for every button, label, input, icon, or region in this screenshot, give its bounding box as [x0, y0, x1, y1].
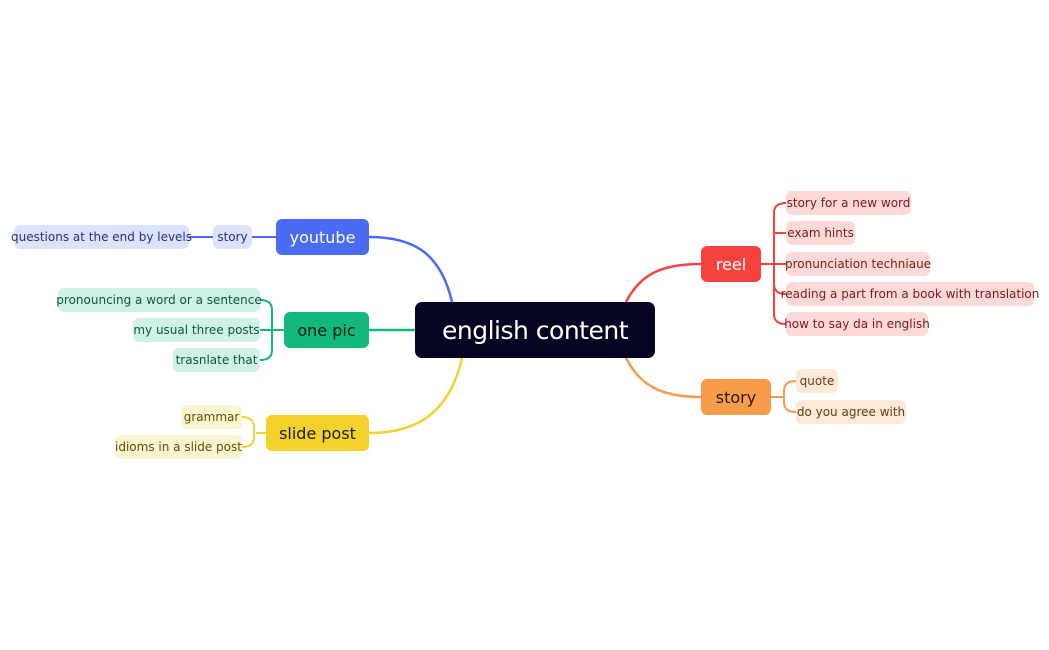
slide-post-child-1[interactable]: grammar [181, 405, 242, 429]
one-pic-child-1-label: pronouncing a word or a sentence [56, 293, 262, 307]
slide-post-child-2[interactable]: idioms in a slide post [115, 435, 242, 459]
one-pic-child-2-label: my usual three posts [133, 323, 260, 337]
reel-child-5[interactable]: how to say da in english [784, 312, 930, 336]
branch-reel[interactable]: reel [701, 246, 761, 282]
branch-story-label: story [715, 387, 757, 407]
branch-story[interactable]: story [701, 379, 771, 415]
youtube-child-story[interactable]: story [213, 225, 252, 249]
root-label: english content [441, 315, 629, 345]
questions-label: questions at the end by levels [10, 230, 193, 244]
reel-child-4[interactable]: reading a part from a book with translat… [781, 282, 1039, 306]
reel-child-1-label: story for a new word [786, 196, 911, 210]
branch-one-pic[interactable]: one pic [284, 312, 369, 348]
reel-child-3[interactable]: pronunciation techniaue [784, 252, 932, 276]
branch-youtube[interactable]: youtube [276, 219, 369, 255]
reel-child-5-label: how to say da in english [784, 317, 930, 331]
branch-slide-post[interactable]: slide post [266, 415, 369, 451]
slide-post-child-1-label: grammar [183, 410, 240, 424]
story-child-1-label: quote [799, 374, 835, 388]
story-child-2-label: do you agree with [796, 405, 906, 419]
branch-reel-label: reel [715, 254, 747, 274]
branch-one-pic-label: one pic [297, 320, 356, 340]
one-pic-child-3[interactable]: trasnlate that [173, 348, 260, 372]
reel-child-3-label: pronunciation techniaue [784, 257, 932, 271]
branch-slide-post-label: slide post [279, 423, 356, 443]
reel-child-2-label: exam hints [787, 226, 854, 240]
story-child-questions[interactable]: questions at the end by levels [10, 225, 193, 249]
one-pic-child-3-label: trasnlate that [175, 353, 258, 367]
one-pic-child-2[interactable]: my usual three posts [133, 318, 260, 342]
story-child-1[interactable]: quote [796, 369, 838, 393]
one-pic-child-1[interactable]: pronouncing a word or a sentence [56, 288, 262, 312]
story-child-2[interactable]: do you agree with [796, 400, 906, 424]
branch-youtube-label: youtube [289, 227, 356, 247]
youtube-child-story-label: story [217, 230, 248, 244]
slide-post-child-2-label: idioms in a slide post [115, 440, 242, 454]
reel-child-2[interactable]: exam hints [786, 221, 855, 245]
reel-child-4-label: reading a part from a book with translat… [780, 287, 1040, 301]
reel-child-1[interactable]: story for a new word [786, 191, 911, 215]
root-node[interactable]: english content [415, 302, 655, 358]
